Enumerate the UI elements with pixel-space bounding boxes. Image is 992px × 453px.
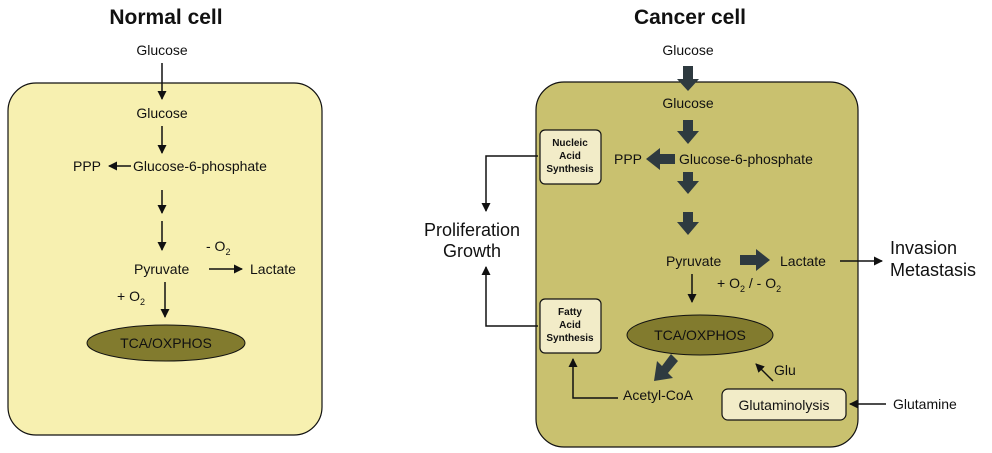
cancer-tca-label: TCA/OXPHOS — [654, 327, 746, 343]
cancer-tca-ellipse — [626, 314, 774, 356]
cancer-thick-arrow-to-lactate — [740, 249, 770, 271]
cancer-ppp: PPP — [614, 151, 642, 167]
cancer-glutaminolysis-box — [721, 388, 847, 421]
cancer-nucleic-acid-box — [539, 129, 602, 185]
invasion-label: Invasion — [890, 238, 957, 258]
normal-tca-ellipse — [86, 324, 246, 362]
cancer-thick-arrow-to-ppp — [646, 148, 675, 170]
cancer-arrow-fatty-to-growth — [481, 266, 538, 327]
cancer-fatty-line3: Synthesis — [546, 333, 594, 344]
normal-plus-o2: + O2 — [117, 288, 145, 307]
proliferation-label: Proliferation — [424, 220, 520, 240]
cancer-g6p: Glucose-6-phosphate — [679, 151, 813, 167]
normal-ppp: PPP — [73, 158, 101, 174]
cancer-nucleic-line1: Nucleic — [552, 138, 588, 149]
cancer-acetyl-coa: Acetyl-CoA — [623, 387, 694, 403]
cancer-thick-arrow-glucose-in — [677, 66, 699, 91]
cancer-arrow-nucleic-to-proliferation — [481, 155, 538, 212]
cancer-arrow-glu-to-tca — [755, 363, 774, 382]
cancer-nucleic-line3: Synthesis — [546, 164, 594, 175]
normal-cell-body — [7, 82, 323, 436]
cancer-lactate: Lactate — [780, 253, 826, 269]
normal-cell-title: Normal cell — [109, 6, 222, 29]
metastasis-label: Metastasis — [890, 260, 976, 280]
normal-tca-label: TCA/OXPHOS — [120, 335, 212, 351]
normal-glucose-outside: Glucose — [136, 42, 188, 58]
normal-pyruvate: Pyruvate — [134, 261, 189, 277]
cancer-thick-arrow-g6p-down-1 — [677, 172, 699, 194]
cancer-glutaminolysis-label: Glutaminolysis — [738, 397, 829, 413]
cancer-glutamine: Glutamine — [893, 396, 957, 412]
cancer-thick-arrow-to-g6p — [677, 120, 699, 144]
cancer-glucose-inside: Glucose — [662, 95, 714, 111]
cancer-nucleic-line2: Acid — [559, 151, 581, 162]
normal-minus-o2: - O2 — [206, 238, 230, 257]
growth-label: Growth — [443, 241, 501, 261]
cancer-cell-title: Cancer cell — [634, 6, 746, 29]
cancer-thick-arrow-to-acetyl — [654, 354, 678, 381]
cancer-fatty-line2: Acid — [559, 320, 581, 331]
cancer-cell-body — [535, 81, 859, 448]
cancer-fatty-line1: Fatty — [558, 307, 582, 318]
normal-g6p: Glucose-6-phosphate — [133, 158, 267, 174]
cancer-glucose-outside: Glucose — [662, 42, 714, 58]
cancer-pyruvate: Pyruvate — [666, 253, 721, 269]
cancer-glu: Glu — [774, 362, 796, 378]
cancer-fatty-acid-box — [539, 298, 602, 354]
cancer-arrow-acetyl-to-fatty — [568, 358, 618, 399]
normal-glucose-inside: Glucose — [136, 105, 188, 121]
normal-lactate: Lactate — [250, 261, 296, 277]
cancer-thick-arrow-g6p-down-2 — [677, 212, 699, 235]
cancer-o2-condition: + O2 / - O2 — [717, 275, 781, 294]
